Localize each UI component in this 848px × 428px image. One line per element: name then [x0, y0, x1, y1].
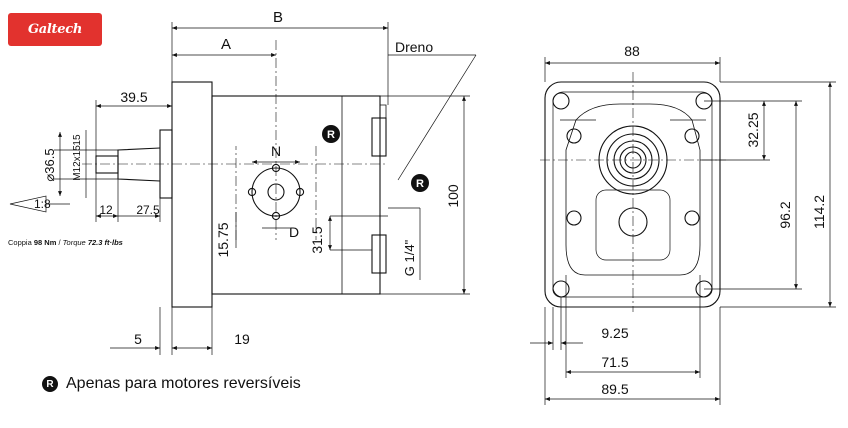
side-view — [95, 81, 387, 308]
front-view — [544, 81, 721, 308]
mounting-flange — [171, 81, 213, 308]
torque-label-en: Torque — [62, 238, 86, 247]
port-G: G 1/4" — [402, 239, 417, 276]
dim-114-2: 114.2 — [811, 195, 827, 229]
legend-badge: R — [42, 376, 58, 392]
svg-text:R: R — [327, 129, 335, 141]
port-N: N — [271, 143, 281, 159]
brand-logo-text: Galtech — [27, 22, 82, 37]
dim-27-5: 27.5 — [136, 203, 160, 217]
torque-separator: / — [56, 238, 63, 247]
taper-ratio: 1:8 — [34, 197, 51, 211]
front-flange — [544, 81, 721, 308]
dim-A: A — [221, 36, 231, 53]
dim-15-75: 15.75 — [215, 222, 231, 257]
dim-39-5: 39.5 — [120, 89, 147, 105]
dim-5: 5 — [134, 331, 142, 347]
dim-B: B — [273, 9, 283, 26]
reversible-badge-2: R — [411, 174, 429, 192]
brand-logo: Galtech — [8, 13, 102, 46]
torque-value: 98 Nm — [33, 238, 57, 247]
dim-88: 88 — [624, 43, 640, 59]
dim-71-5: 71.5 — [601, 354, 628, 370]
dim-31-5: 31.5 — [309, 226, 325, 253]
torque-note: Coppia 98 Nm / Torque 72.3 ft·lbs — [8, 238, 123, 247]
reversible-badge-1: R — [322, 125, 340, 143]
dim-15: 15 — [72, 134, 83, 146]
torque-value-en: 72.3 ft·lbs — [87, 238, 123, 247]
dim-36-5: ⌀36.5 — [42, 148, 57, 181]
dim-19: 19 — [234, 331, 250, 347]
dim-100: 100 — [445, 184, 461, 208]
legend: R Apenas para motores reversíveis — [42, 375, 301, 393]
shaft-thread — [95, 155, 119, 174]
dim-89-5: 89.5 — [601, 381, 628, 397]
drain-label: Dreno — [395, 39, 433, 55]
pump-body — [211, 95, 381, 295]
dim-32-25: 32.25 — [745, 112, 761, 147]
dim-12: 12 — [99, 203, 113, 217]
legend-text: Apenas para motores reversíveis — [66, 375, 301, 392]
dim-9-25: 9.25 — [601, 325, 628, 341]
dim-96-2: 96.2 — [777, 201, 793, 228]
thread-spec: M12x15 — [72, 145, 83, 181]
svg-text:R: R — [416, 178, 424, 190]
shaft — [117, 147, 161, 182]
port-D: D — [289, 224, 299, 240]
torque-label: Coppia — [8, 238, 32, 247]
